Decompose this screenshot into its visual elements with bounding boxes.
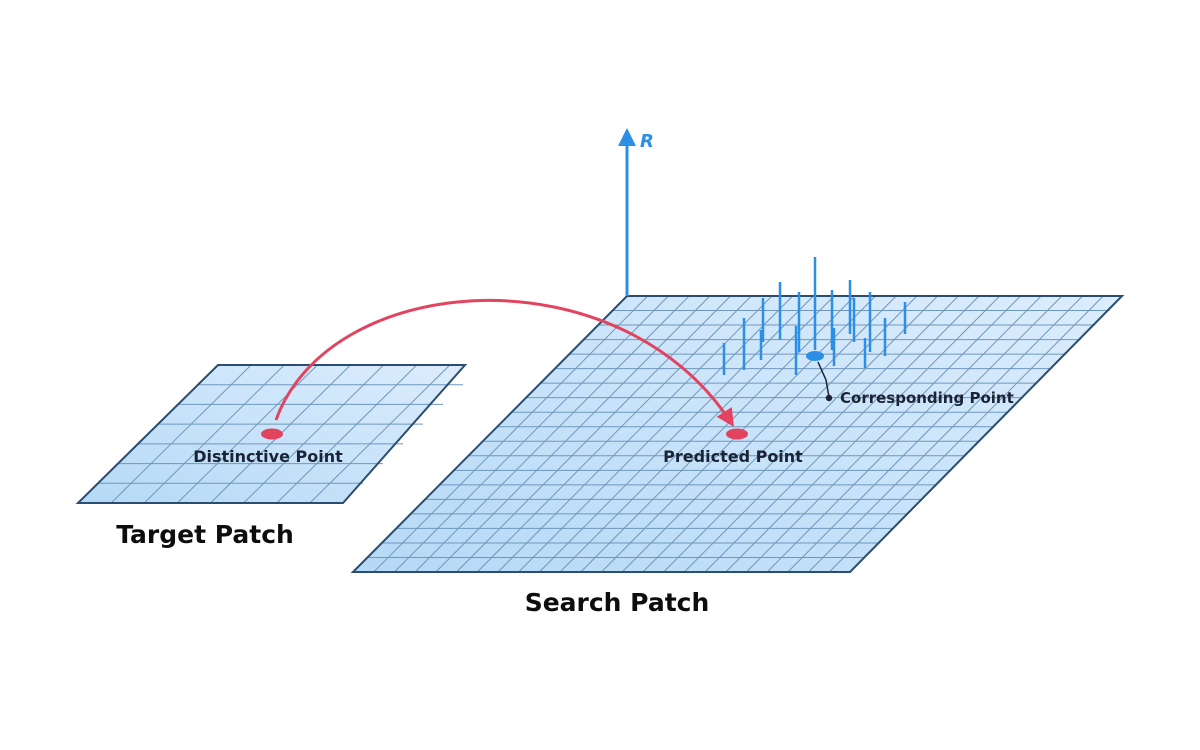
predicted-point [726,428,748,440]
corresponding-point-label: Corresponding Point [840,389,1014,407]
corresponding-point [806,351,824,361]
search-grid-line [580,295,856,573]
search-grid-line [559,295,835,573]
search-grid-line [435,295,711,573]
search-grid-line [621,295,897,573]
response-axis-label: R [640,131,654,152]
target-patch-label: Target Patch [116,520,294,549]
response-axis: R [618,128,654,296]
target-grid-line [143,364,285,504]
search-grid-line [373,295,649,573]
search-grid-line [808,295,1083,573]
target-grid-line [276,364,418,504]
search-patch-grid [367,295,1110,573]
search-grid-line [394,295,669,573]
search-grid-line [476,295,752,573]
corresponding-point-leader [817,361,830,398]
search-grid-line [456,295,731,573]
search-grid-line [518,295,794,573]
search-grid-line [704,295,980,573]
search-grid-line [787,295,1063,573]
search-grid-line [497,295,773,573]
target-grid-line [110,364,252,504]
corresponding-point-leader-dot [825,394,833,402]
distinctive-point-label: Distinctive Point [193,447,343,466]
prediction-arrow [274,299,734,428]
distinctive-point [261,428,283,440]
search-patch-label: Search Patch [525,588,710,617]
search-grid-line [539,295,814,573]
response-bars [722,257,907,375]
search-grid-line [746,295,1021,573]
target-grid-line [309,364,451,504]
target-patch-border [75,364,468,504]
search-grid-line [725,295,1001,573]
response-axis-arrowhead-icon [618,128,636,146]
search-patch-border [350,295,1125,573]
predicted-point-label: Predicted Point [663,447,803,466]
search-grid-line [663,295,938,573]
target-grid-line [177,364,318,504]
search-grid-line [828,295,1104,573]
search-grid-line [683,295,959,573]
target-grid-line [243,364,384,504]
search-grid-line [766,295,1042,573]
target-patch-grid [98,364,463,504]
